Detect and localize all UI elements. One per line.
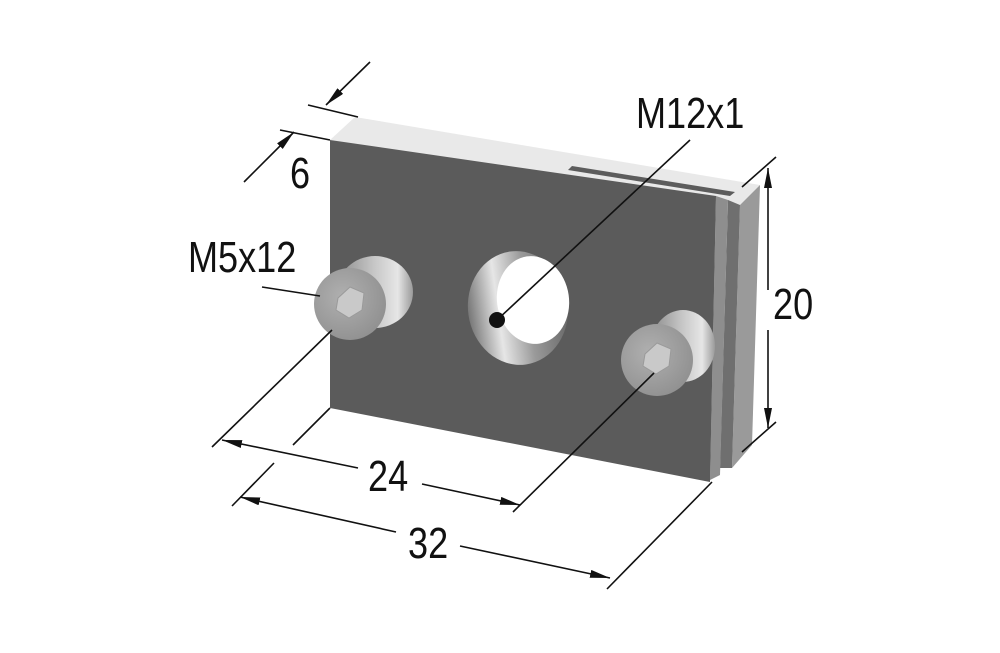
dimension-thickness: 6 [290, 149, 311, 198]
screw-right [621, 310, 715, 396]
callout-screw: M5x12 [188, 233, 297, 282]
dimension-width: 32 [408, 519, 449, 568]
hex-socket-icon [642, 342, 672, 375]
callout-thread: M12x1 [636, 89, 745, 138]
screw-left [314, 256, 413, 340]
hex-socket-icon [335, 286, 365, 319]
plate-back-side [732, 185, 760, 468]
plate-slot [568, 166, 735, 196]
plate-back-edge [720, 200, 740, 468]
dimension-height: 20 [773, 280, 814, 329]
dimension-hole-spacing: 24 [368, 452, 409, 501]
dimension-lines [211, 61, 777, 590]
